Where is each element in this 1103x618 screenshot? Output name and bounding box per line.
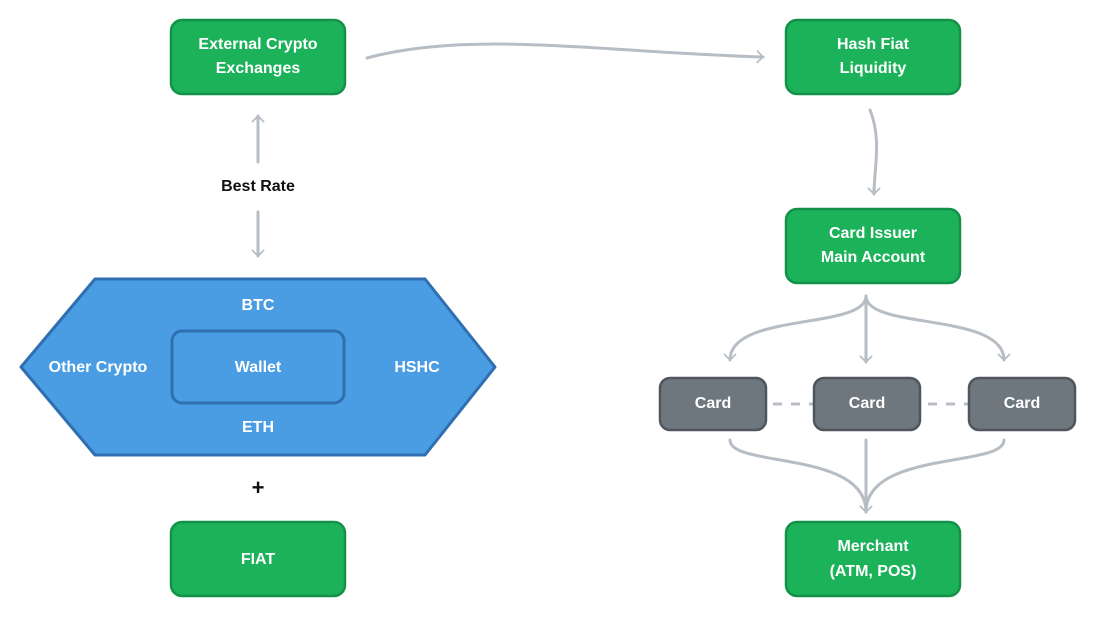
arrow-exchanges-to-hash-fiat [365, 42, 765, 64]
card-issuer-line1: Card Issuer [829, 225, 917, 242]
connector-card-right-to-merchant [864, 438, 1006, 514]
wallet-btc-label: BTC [242, 297, 275, 314]
external-exchanges-line2: Exchanges [216, 60, 301, 77]
fiat-node[interactable]: FIAT [169, 520, 347, 598]
merchant-line1: Merchant [837, 538, 909, 555]
arrow-issuer-to-card-left [723, 294, 868, 362]
hash-fiat-line2: Liquidity [840, 60, 907, 77]
wallet-hshc-label: HSHC [394, 359, 440, 376]
hash-fiat-node[interactable]: Hash Fiat Liquidity [784, 18, 962, 96]
wallet-center-label: Wallet [235, 359, 282, 376]
external-exchanges-node[interactable]: External Crypto Exchanges [169, 18, 347, 96]
merchant-line2: (ATM, POS) [830, 563, 917, 580]
merchant-node[interactable]: Merchant (ATM, POS) [784, 520, 962, 598]
card-node-3[interactable]: Card [967, 376, 1077, 432]
card-issuer-node[interactable]: Card Issuer Main Account [784, 207, 962, 285]
best-rate-label: Best Rate [221, 178, 295, 195]
card-1-label: Card [695, 395, 731, 412]
card-node-1[interactable]: Card [658, 376, 768, 432]
plus-sign: + [252, 475, 265, 500]
wallet-eth-label: ETH [242, 419, 274, 436]
fiat-label: FIAT [241, 551, 276, 568]
card-2-label: Card [849, 395, 885, 412]
hash-fiat-line1: Hash Fiat [837, 36, 910, 53]
external-exchanges-line1: External Crypto [198, 36, 317, 53]
wallet-other-crypto-label: Other Crypto [49, 359, 148, 376]
arrow-hash-fiat-to-card-issuer [867, 108, 881, 196]
connector-card-left-to-merchant [728, 438, 868, 514]
wallet-hexagon[interactable]: BTC ETH Other Crypto HSHC Wallet [19, 277, 497, 457]
card-3-label: Card [1004, 395, 1040, 412]
card-issuer-line2: Main Account [821, 249, 926, 266]
arrow-issuer-to-card-right [864, 294, 1011, 362]
card-node-2[interactable]: Card [812, 376, 922, 432]
